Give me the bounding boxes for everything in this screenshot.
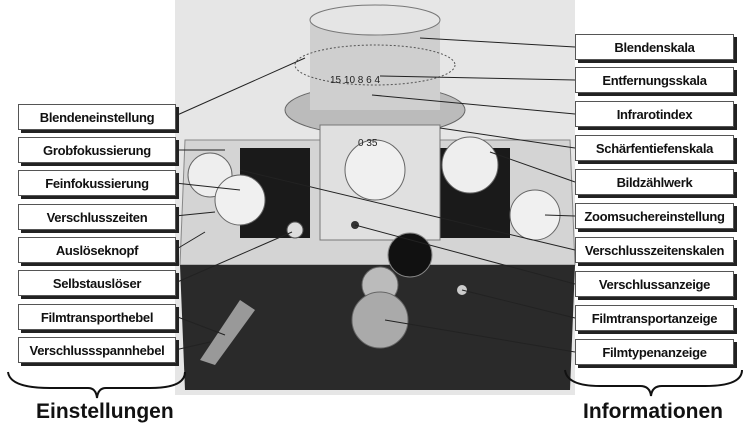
label-bildzaehlwerk: Bildzählwerk <box>575 169 734 195</box>
label-filmtypenanzeige: Filmtypenanzeige <box>575 339 734 365</box>
label-verschlussanzeige: Verschlussanzeige <box>575 271 734 297</box>
label-blendenskala: Blendenskala <box>575 34 734 60</box>
counter-marks: 0 35 <box>358 138 378 149</box>
label-verschlusszeiten: Verschlusszeiten <box>18 204 176 230</box>
label-zoomsuchereinstellung: Zoomsuchereinstellung <box>575 203 734 229</box>
label-grobfokussierung: Grobfokussierung <box>18 137 176 163</box>
label-selbstausloeser: Selbstauslöser <box>18 270 176 296</box>
label-entfernungsskala: Entfernungsskala <box>575 67 734 93</box>
label-filmtransportanzeige: Filmtransportanzeige <box>575 305 734 331</box>
label-verschlusszeitenskalen: Verschlusszeitenskalen <box>575 237 734 263</box>
label-feinfokussierung: Feinfokussierung <box>18 170 176 196</box>
group-title-informationen: Informationen <box>583 400 723 423</box>
label-blendeneinstellung: Blendeneinstellung <box>18 104 176 130</box>
label-filmtransporthebel: Filmtransporthebel <box>18 304 176 330</box>
right-brace <box>564 369 743 397</box>
label-schaerfentiefenskala: Schärfentiefenskala <box>575 135 734 161</box>
label-infrarotindex: Infrarotindex <box>575 101 734 127</box>
left-brace <box>7 371 186 399</box>
distance-scale-marks: 15 10 8 6 4 <box>330 75 380 86</box>
label-ausloeseknopf: Auslöseknopf <box>18 237 176 263</box>
group-title-einstellungen: Einstellungen <box>36 400 174 423</box>
label-verschlussspannhebel: Verschlussspannhebel <box>18 337 176 363</box>
